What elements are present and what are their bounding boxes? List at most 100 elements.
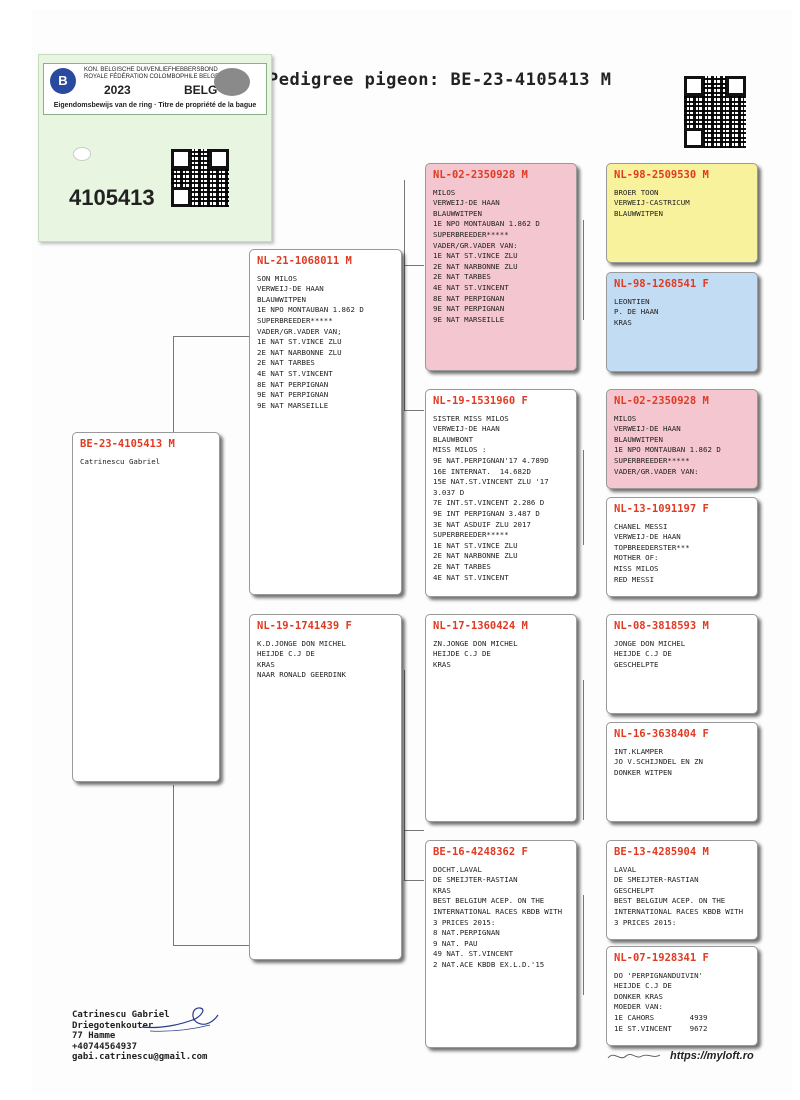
pigeon-info-line: INTERNATIONAL RACES KBDB WITH: [433, 906, 563, 916]
pigeon-info-line: 2E NAT NARBONNE ZLU: [433, 261, 518, 271]
connector-line: [173, 336, 249, 337]
pigeon-info-line: 1E NPO MONTAUBAN 1.862 D: [433, 219, 540, 229]
ring-number: NL-21-1068011 M: [257, 255, 352, 267]
pigeon-info-line: 3.037 D: [433, 487, 465, 497]
ring-number: BE-13-4285904 M: [614, 846, 709, 858]
seal-icon: [214, 68, 250, 96]
pigeon-info-line: 1E NPO MONTAUBAN 1.862 D: [257, 305, 364, 315]
pigeon-info-line: SISTER MISS MILOS: [433, 413, 509, 423]
connector-line: [583, 895, 584, 995]
pigeon-info-line: 16E INTERNAT. 14.682D: [433, 466, 531, 476]
pigeon-info-line: TOPBREEDERSTER***: [614, 542, 690, 552]
pigeon-info-line: MOEDER VAN:: [614, 1002, 663, 1012]
pigeon-info-line: BEST BELGIUM ACEP. ON THE: [614, 896, 726, 906]
pigeon-info-line: 2E NAT NARBONNE ZLU: [433, 551, 518, 561]
pigeon-info-line: DE SMEIJTER-RASTIAN: [614, 875, 699, 885]
pigeon-info-line: 15E NAT.ST.VINCENT ZLU '17: [433, 477, 549, 487]
pigeon-info-line: Catrinescu Gabriel: [80, 456, 161, 466]
ring-certificate-header: B KON. BELGISCHE DUIVENLIEFHEBBERSBOND R…: [43, 63, 267, 115]
pigeon-info-line: DO 'PERPIGNANDUIVIN': [614, 970, 703, 980]
connector-line: [583, 220, 584, 320]
connector-line: [404, 180, 405, 410]
pigeon-info-line: 3 PRICES 2015:: [614, 917, 677, 927]
pigeon-info-line: JONGE DON MICHEL: [614, 638, 686, 648]
pigeon-info-line: VERWEIJ-DE HAAN: [433, 198, 500, 208]
ring-country: BELG: [184, 83, 218, 97]
pigeon-info-line: BLAUWWITPEN: [433, 208, 482, 218]
connector-line: [583, 680, 584, 820]
pigeon-info-line: SON MILOS: [257, 273, 298, 283]
pigeon-info-line: 9E NAT PERPIGNAN: [257, 390, 329, 400]
connector-line: [404, 265, 424, 266]
connector-line: [583, 450, 584, 545]
pigeon-info-line: 3 PRICES 2015:: [433, 917, 496, 927]
ring-number: BE-23-4105413 M: [80, 438, 175, 450]
pigeon-info-line: BEST BELGIUM ACEP. ON THE: [433, 896, 545, 906]
pigeon-info-line: RED MESSI: [614, 574, 655, 584]
ring-year: 2023: [104, 83, 131, 97]
pigeon-info-line: MOTHER OF:: [614, 553, 659, 563]
ownership-label: Eigendomsbewijs van de ring · Titre de p…: [53, 102, 257, 109]
pigeon-info-line: DE SMEIJTER-RASTIAN: [433, 875, 518, 885]
pigeon-info-line: DONKER WITPEN: [614, 767, 672, 777]
pigeon-info-line: P. DE HAAN: [614, 307, 659, 317]
pigeon-info-line: KRAS: [433, 659, 451, 669]
pigeon-card-sds: NL-02-2350928 M MILOS VERWEIJ-DE HAAN BL…: [606, 389, 758, 489]
owner-phone: +40744564937: [72, 1041, 138, 1052]
pigeon-info-line: 9E NAT MARSEILLE: [257, 400, 329, 410]
pigeon-info-line: HEIJDE C.J DE: [433, 649, 491, 659]
pigeon-info-line: BLAUWWITPEN: [257, 294, 306, 304]
ring-number: NL-19-1531960 F: [433, 395, 528, 407]
pigeon-info-line: SUPERBREEDER*****: [257, 315, 333, 325]
pigeon-info-line: 3E NAT ASDUIF ZLU 2017: [433, 519, 531, 529]
pigeon-card-dss: NL-08-3818593 M JONGE DON MICHEL HEIJDE …: [606, 614, 758, 714]
pigeon-info-line: 8 NAT.PERPIGNAN: [433, 928, 500, 938]
owner-email: gabi.catrinescu@gmail.com: [72, 1052, 208, 1062]
ring-number: NL-98-2509530 M: [614, 169, 709, 181]
pigeon-info-line: VERWEIJ-CASTRICUM: [614, 198, 690, 208]
pigeon-info-line: HEIJDE C.J DE: [614, 649, 672, 659]
pigeon-info-line: DOCHT.LAVAL: [433, 864, 482, 874]
pigeon-info-line: JO V.SCHIJNDEL EN ZN: [614, 757, 703, 767]
pigeon-info-line: MISS MILOS: [614, 563, 659, 573]
pigeon-info-line: 1E NAT ST.VINCE ZLU: [257, 337, 342, 347]
pigeon-info-line: MILOS: [614, 413, 637, 423]
qr-code-icon: [684, 76, 746, 148]
pigeon-info-line: 2E NAT TARBES: [433, 561, 491, 571]
website-link[interactable]: https://myloft.ro: [670, 1050, 754, 1062]
pigeon-info-line: MILOS: [433, 187, 456, 197]
pigeon-info-line: SUPERBREEDER*****: [433, 229, 509, 239]
pigeon-card-dam: NL-19-1741439 F K.D.JONGE DON MICHEL HEI…: [249, 614, 402, 960]
pigeon-info-line: INT.KLAMPER: [614, 746, 663, 756]
pigeon-info-line: MISS MILOS :: [433, 445, 487, 455]
pigeon-info-line: 4E NAT ST.VINCENT: [433, 282, 509, 292]
federation-name-fr: ROYALE FÉDÉRATION COLOMBOPHILE BELGE: [84, 74, 220, 80]
pigeon-info-line: DONKER KRAS: [614, 991, 663, 1001]
owner-contact: Catrinescu Gabriel Driegotenkouter 77 Ha…: [72, 1010, 207, 1063]
pigeon-card-sire-dam: NL-19-1531960 F SISTER MISS MILOS VERWEI…: [425, 389, 577, 597]
pigeon-card-ddd: NL-07-1928341 F DO 'PERPIGNANDUIVIN' HEI…: [606, 946, 758, 1046]
pigeon-info-line: 8E NAT PERPIGNAN: [433, 293, 505, 303]
pigeon-info-line: GESCHELPTE: [614, 659, 659, 669]
pigeon-info-line: SUPERBREEDER*****: [614, 455, 690, 465]
pigeon-info-line: BLAUWBONT: [433, 434, 474, 444]
pigeon-card-dds: BE-13-4285904 M LAVAL DE SMEIJTER-RASTIA…: [606, 840, 758, 940]
pigeon-info-line: VERWEIJ-DE HAAN: [433, 424, 500, 434]
pigeon-info-line: HEIJDE C.J DE: [257, 649, 315, 659]
signature-icon: [141, 1007, 219, 1032]
pigeon-info-line: 2E NAT NARBONNE ZLU: [257, 347, 342, 357]
pigeon-info-line: BLAUWWITPEN: [614, 208, 663, 218]
pigeon-info-line: 1E NAT ST.VINCE ZLU: [433, 251, 518, 261]
pigeon-info-line: VERWEIJ-DE HAAN: [257, 284, 324, 294]
pigeon-info-line: BLAUWWITPEN: [614, 434, 663, 444]
pigeon-info-line: KRAS: [257, 659, 275, 669]
pigeon-info-line: K.D.JONGE DON MICHEL: [257, 638, 346, 648]
pigeon-info-line: 4E NAT ST.VINCENT: [433, 572, 509, 582]
pigeon-info-line: LEONTIEN: [614, 296, 650, 306]
connector-line: [173, 336, 174, 432]
pigeon-info-line: 8E NAT PERPIGNAN: [257, 379, 329, 389]
connector-line: [404, 830, 424, 831]
owner-name: Catrinescu Gabriel: [72, 1010, 170, 1020]
connector-line: [173, 945, 249, 946]
ring-number: NL-17-1360424 M: [433, 620, 528, 632]
